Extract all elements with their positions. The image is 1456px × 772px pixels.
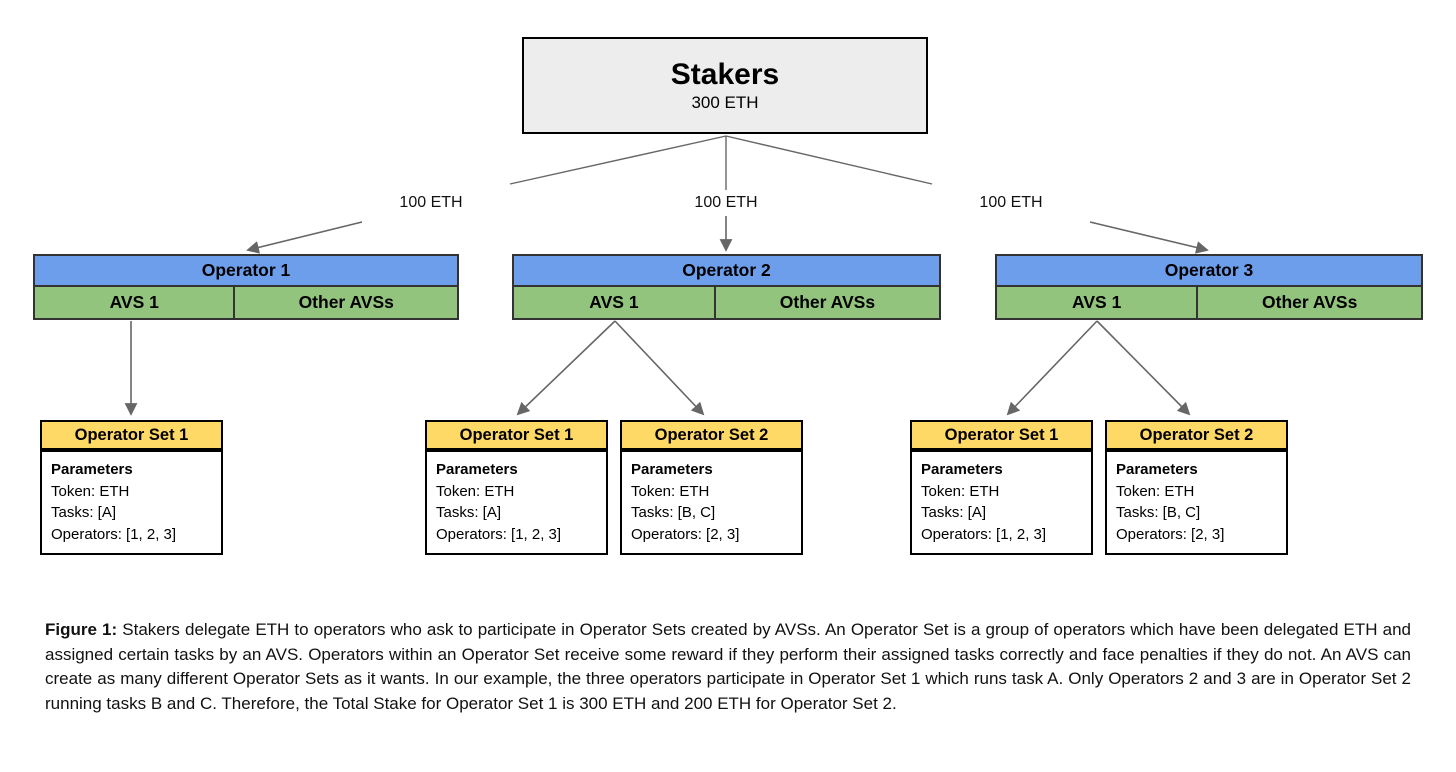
parameters-heading: Parameters <box>1116 461 1198 478</box>
operator-set-title: Operator Set 2 <box>620 420 803 450</box>
operator-2-avs-row: AVS 1 Other AVSs <box>514 287 939 318</box>
operator-2-box: Operator 2 AVS 1 Other AVSs <box>512 254 941 320</box>
operator-1-box: Operator 1 AVS 1 Other AVSs <box>33 254 459 320</box>
param-operators: Operators: [1, 2, 3] <box>51 525 177 543</box>
stakers-amount: 300 ETH <box>691 92 759 112</box>
other-avss-cell: Other AVSs <box>235 287 457 318</box>
operator-3-set-1-card: Operator Set 1 Parameters Token: ETH Tas… <box>910 420 1093 555</box>
param-operators: Operators: [2, 3] <box>1116 525 1225 543</box>
operator-set-title: Operator Set 2 <box>1105 420 1288 450</box>
figure-caption-text: Stakers delegate ETH to operators who as… <box>45 620 1411 713</box>
param-tasks: Tasks: [B, C] <box>1116 504 1201 521</box>
operator-2-set-2-card: Operator Set 2 Parameters Token: ETH Tas… <box>620 420 803 555</box>
connector-line <box>614 320 705 416</box>
operator-1-set-1-card: Operator Set 1 Parameters Token: ETH Tas… <box>40 420 223 555</box>
param-tasks: Tasks: [A] <box>51 504 117 521</box>
avs-1-cell: AVS 1 <box>514 287 716 318</box>
operator-3-box: Operator 3 AVS 1 Other AVSs <box>995 254 1423 320</box>
operator-set-parameters: Parameters Token: ETH Tasks: [B, C] Oper… <box>1105 450 1288 555</box>
connector-line <box>1089 221 1209 254</box>
operator-set-parameters: Parameters Token: ETH Tasks: [A] Operato… <box>40 450 223 555</box>
parameters-heading: Parameters <box>921 461 1003 478</box>
param-token: Token: ETH <box>1116 482 1195 500</box>
operator-2-title: Operator 2 <box>514 256 939 287</box>
operator-1-avs-row: AVS 1 Other AVSs <box>35 287 457 318</box>
param-tasks: Tasks: [B, C] <box>631 504 716 521</box>
param-tasks: Tasks: [A] <box>921 504 987 521</box>
operator-set-title: Operator Set 1 <box>910 420 1093 450</box>
connector-line <box>516 320 616 416</box>
connector-line <box>1096 320 1191 416</box>
param-operators: Operators: [1, 2, 3] <box>436 525 562 543</box>
delegation-amount-label: 100 ETH <box>979 194 1043 211</box>
connector-line <box>246 221 363 254</box>
param-tasks: Tasks: [A] <box>436 504 502 521</box>
connector-line <box>1006 320 1098 416</box>
operator-3-set-2-card: Operator Set 2 Parameters Token: ETH Tas… <box>1105 420 1288 555</box>
operator-set-parameters: Parameters Token: ETH Tasks: [B, C] Oper… <box>620 450 803 555</box>
avs-1-cell: AVS 1 <box>997 287 1199 318</box>
operator-set-parameters: Parameters Token: ETH Tasks: [A] Operato… <box>425 450 608 555</box>
connector-line <box>509 135 727 185</box>
parameters-heading: Parameters <box>436 461 518 478</box>
delegation-diagram: Stakers 300 ETH 100 ETH 100 ETH 100 ETH … <box>33 37 1423 555</box>
param-operators: Operators: [1, 2, 3] <box>921 525 1047 543</box>
connector-arrows <box>124 135 1209 416</box>
delegation-amount-label: 100 ETH <box>399 194 463 211</box>
operator-1-title: Operator 1 <box>35 256 457 287</box>
avs-1-cell: AVS 1 <box>35 287 236 318</box>
operator-set-title: Operator Set 1 <box>425 420 608 450</box>
other-avss-cell: Other AVSs <box>1198 287 1421 318</box>
param-token: Token: ETH <box>921 482 1000 500</box>
stakers-title: Stakers <box>670 57 780 91</box>
param-token: Token: ETH <box>436 482 515 500</box>
parameters-heading: Parameters <box>631 461 713 478</box>
operator-3-avs-row: AVS 1 Other AVSs <box>997 287 1421 318</box>
stakers-box: Stakers 300 ETH <box>522 37 928 134</box>
param-token: Token: ETH <box>51 482 130 500</box>
figure-caption-label: Figure 1: <box>45 620 118 639</box>
operator-set-parameters: Parameters Token: ETH Tasks: [A] Operato… <box>910 450 1093 555</box>
param-token: Token: ETH <box>631 482 710 500</box>
figure-caption: Figure 1: Stakers delegate ETH to operat… <box>45 618 1411 716</box>
operator-2-set-1-card: Operator Set 1 Parameters Token: ETH Tas… <box>425 420 608 555</box>
delegation-amount-label: 100 ETH <box>694 194 758 211</box>
operator-3-title: Operator 3 <box>997 256 1421 287</box>
operator-set-title: Operator Set 1 <box>40 420 223 450</box>
other-avss-cell: Other AVSs <box>715 287 939 318</box>
parameters-heading: Parameters <box>51 461 133 478</box>
connector-line <box>725 135 933 185</box>
param-operators: Operators: [2, 3] <box>631 525 740 543</box>
